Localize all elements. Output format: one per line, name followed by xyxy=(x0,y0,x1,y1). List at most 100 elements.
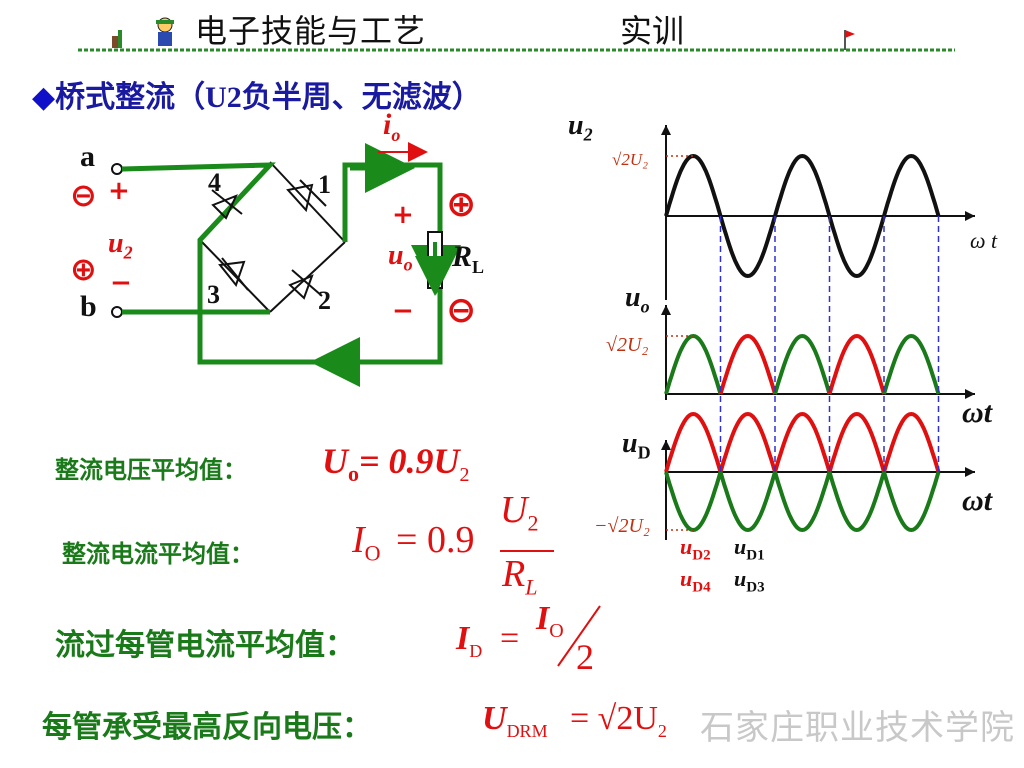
ud3-legend: uD3 xyxy=(734,566,765,596)
avg-current-den-sub: L xyxy=(525,574,538,600)
avg-current-numerator: U2 xyxy=(500,488,538,537)
u2-peak-label: √2U₂ xyxy=(612,150,649,169)
watermark: 石家庄职业技术学院 xyxy=(700,708,1015,748)
diode-current-slash xyxy=(557,605,601,667)
golfer-icon xyxy=(112,30,122,48)
u2-wave-segment xyxy=(773,153,832,217)
ud-axis-label: uD xyxy=(622,428,651,464)
u2-source-label: u2 xyxy=(108,228,133,264)
d2-label: 2 xyxy=(318,286,331,315)
ud-wave-lower xyxy=(827,471,886,533)
circle-minus-output: ⊖ xyxy=(446,290,477,331)
flag-icon xyxy=(844,30,855,50)
u2-label-sub: 2 xyxy=(123,242,133,263)
circle-minus-a: ⊖ xyxy=(70,176,97,214)
avg-current-label: 整流电流平均值： xyxy=(62,539,254,568)
avg-voltage-rhs: = 0.9U xyxy=(359,441,460,481)
reverse-voltage-lhs: UDRM xyxy=(482,700,548,742)
avg-current-num-sub: 2 xyxy=(527,510,539,536)
diode-current-eq: = xyxy=(500,620,520,657)
uo-wave-segment xyxy=(827,333,886,395)
uo-axis-sub: o xyxy=(640,296,650,317)
reverse-voltage-lhs-sub: DRM xyxy=(506,720,548,741)
diode-1 xyxy=(286,179,327,213)
avg-current-fraction-bar xyxy=(500,550,554,552)
avg-current-lhs: I xyxy=(352,519,365,561)
header-decoration xyxy=(78,17,955,52)
reverse-voltage-lhs-main: U xyxy=(482,700,507,737)
ud1-legend-main: u xyxy=(734,534,747,559)
avg-current-lhs-sub: O xyxy=(364,540,381,566)
ud-wave-lower xyxy=(773,471,832,533)
ud-wave-upper xyxy=(827,411,886,473)
reverse-voltage-rhs: = √2U2 xyxy=(570,700,667,742)
diode-current-lhs-sub: D xyxy=(469,640,483,661)
u2-wave-segment xyxy=(827,215,886,279)
circle-plus-b: ⊕ xyxy=(70,250,97,288)
node-a-label: a xyxy=(80,140,95,173)
diode-current-lhs-main: I xyxy=(456,620,470,657)
heading-suffix: 负半周、无滤波） xyxy=(241,80,482,115)
ud-wave-lower xyxy=(882,471,941,533)
ud3-legend-sub: D3 xyxy=(746,579,765,596)
reverse-voltage-label: 每管承受最高反向电压： xyxy=(42,710,372,745)
rl-label: RL xyxy=(452,240,484,278)
minus-b: − xyxy=(110,268,132,298)
uo-wave-segment xyxy=(718,333,777,395)
ud-wave-upper xyxy=(882,411,941,473)
rl-label-main: R xyxy=(452,240,473,273)
u2-xaxis-label: ω t xyxy=(970,228,998,253)
uo-wave-segment xyxy=(882,333,941,395)
u2-axis-label: u2 xyxy=(568,110,593,146)
d1-label: 1 xyxy=(318,170,331,199)
ud-wave-lower xyxy=(718,471,777,533)
diode-current-num-sub: O xyxy=(549,619,564,642)
plus-a: + xyxy=(108,176,130,206)
diode-current-label: 流过每管电流平均值： xyxy=(55,628,355,663)
ud-xaxis-arrow xyxy=(965,467,975,477)
ud1-legend: uD1 xyxy=(734,534,765,564)
ud4-legend-main: u xyxy=(680,566,693,591)
uo-plus: + xyxy=(392,200,414,230)
uo-minus: − xyxy=(392,296,414,326)
heading-prefix: 桥式整流（ xyxy=(55,80,206,115)
uo-wave-segment xyxy=(664,333,723,395)
avg-voltage-formula: Uo= 0.9U2 xyxy=(322,440,470,487)
uo-peak-label: √2U₂ xyxy=(606,334,649,356)
ud-axis-sub: D xyxy=(637,442,651,463)
uo-axis-label: uo xyxy=(625,282,650,318)
node-b-label: b xyxy=(80,290,97,323)
ud-xaxis-label: ωt xyxy=(962,484,993,517)
heading-u2: U2 xyxy=(205,81,242,114)
ud-peak-label: −√2U₂ xyxy=(594,515,650,537)
d3-label: 3 xyxy=(207,280,220,309)
header-subtitle: 实训 xyxy=(620,12,685,50)
circle-plus-output: ⊕ xyxy=(446,184,477,225)
avg-current-num-main: U xyxy=(500,489,528,531)
uo-label: uo xyxy=(388,240,413,276)
diode-current-den: 2 xyxy=(576,637,594,677)
ud2-legend-main: u xyxy=(680,534,693,559)
ud-axis-main: u xyxy=(622,428,638,459)
u2-xaxis-arrow xyxy=(965,211,975,221)
uo-label-main: u xyxy=(388,240,404,271)
ud-wave-upper xyxy=(773,411,832,473)
avg-voltage-lhs: U xyxy=(322,441,348,481)
ud2-legend: uD2 xyxy=(680,534,711,564)
avg-current-formula: IO = 0.9 xyxy=(352,518,474,567)
header-title: 电子技能与工艺 xyxy=(195,12,427,50)
avg-voltage-lhs-sub: o xyxy=(348,461,359,487)
u2-wave-segment xyxy=(718,215,777,279)
avg-voltage-rhs-sub: 2 xyxy=(459,464,470,487)
ud-yaxis-arrow xyxy=(661,440,671,450)
avg-voltage-label: 整流电压平均值： xyxy=(55,455,247,484)
uo-xaxis-arrow xyxy=(965,389,975,399)
avg-current-eq: = 0.9 xyxy=(396,519,475,561)
io-label-main: i xyxy=(383,108,392,141)
ud2-legend-sub: D2 xyxy=(692,547,711,564)
ud-wave-upper xyxy=(664,411,723,473)
u2-wave-segment xyxy=(882,153,941,217)
ud1-legend-sub: D1 xyxy=(746,547,765,564)
